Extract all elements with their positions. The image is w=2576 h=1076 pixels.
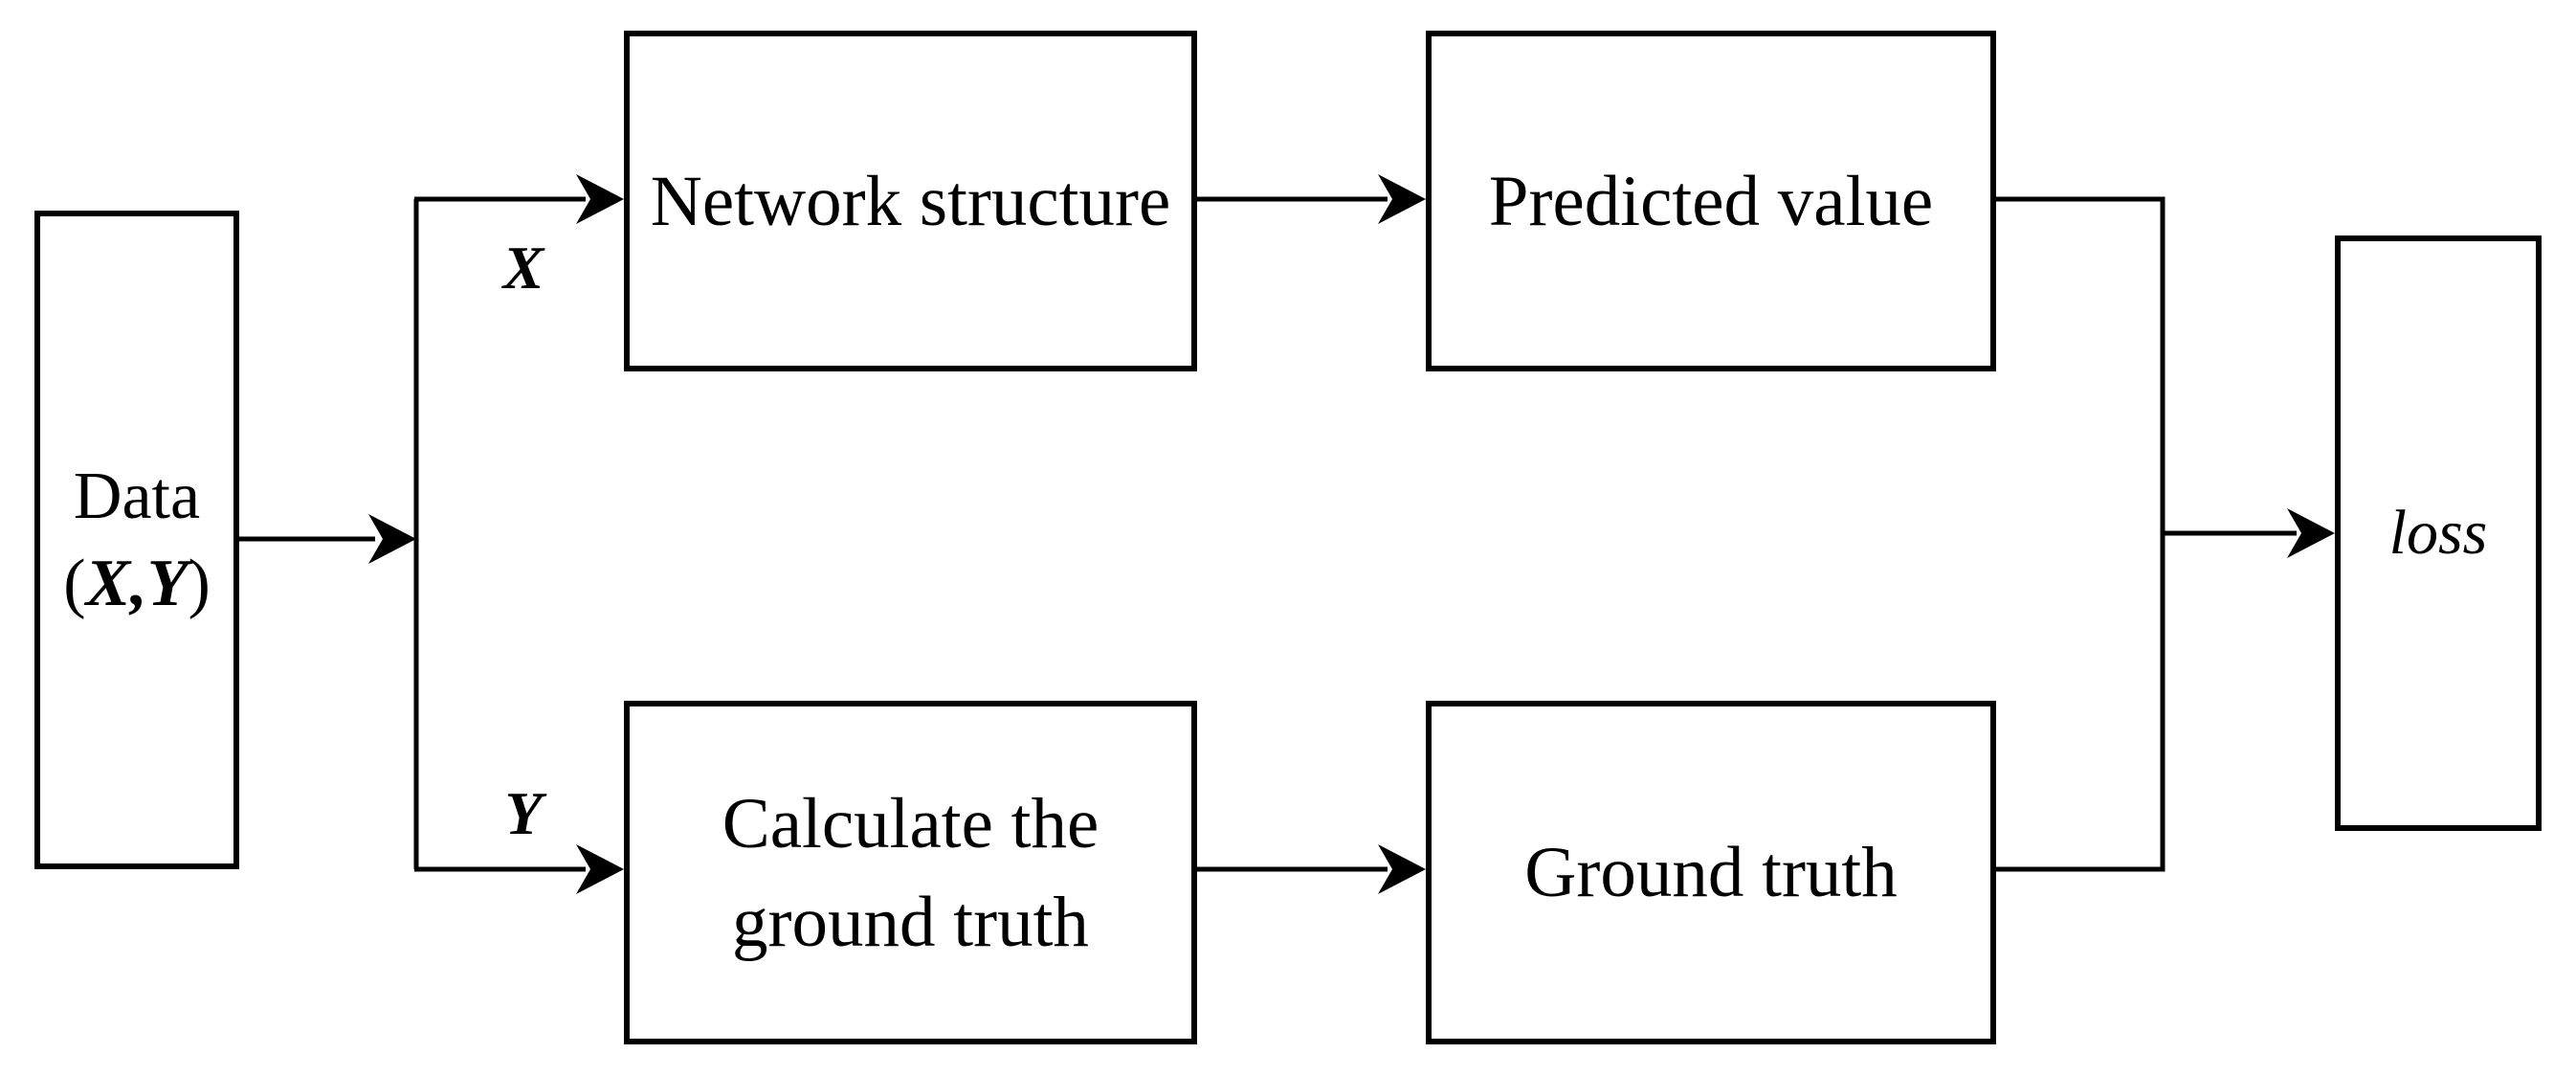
node-predicted-value-label: Predicted value [1488,161,1934,241]
edge-label-y: Y [504,779,543,847]
arrowhead-calculate-ground [1378,844,1426,894]
node-data: Data (X,Y) [34,211,239,869]
arrowhead-data-split [368,514,416,564]
node-ground-truth: Ground truth [1426,701,1996,1044]
node-data-line2: (X,Y) [63,547,211,620]
node-data-line1: Data [73,460,201,533]
node-ground-truth-label: Ground truth [1524,833,1898,912]
arrowhead-x-network [576,174,624,224]
node-calculate-line2: ground truth [732,882,1089,962]
edge-label-x: X [502,234,544,302]
node-network-structure: Network structure [624,31,1197,371]
arrowhead-network-predicted [1378,174,1426,224]
arrowhead-merge-loss [2287,508,2335,558]
node-loss-label: loss [2388,498,2488,568]
node-network-structure-label: Network structure [650,161,1171,241]
node-predicted-value: Predicted value [1426,31,1996,371]
arrowhead-y-calculate [576,844,624,894]
node-calculate-line1: Calculate the [722,783,1099,863]
node-loss: loss [2335,235,2542,831]
node-calculate-ground-truth: Calculate the ground truth [624,701,1197,1044]
